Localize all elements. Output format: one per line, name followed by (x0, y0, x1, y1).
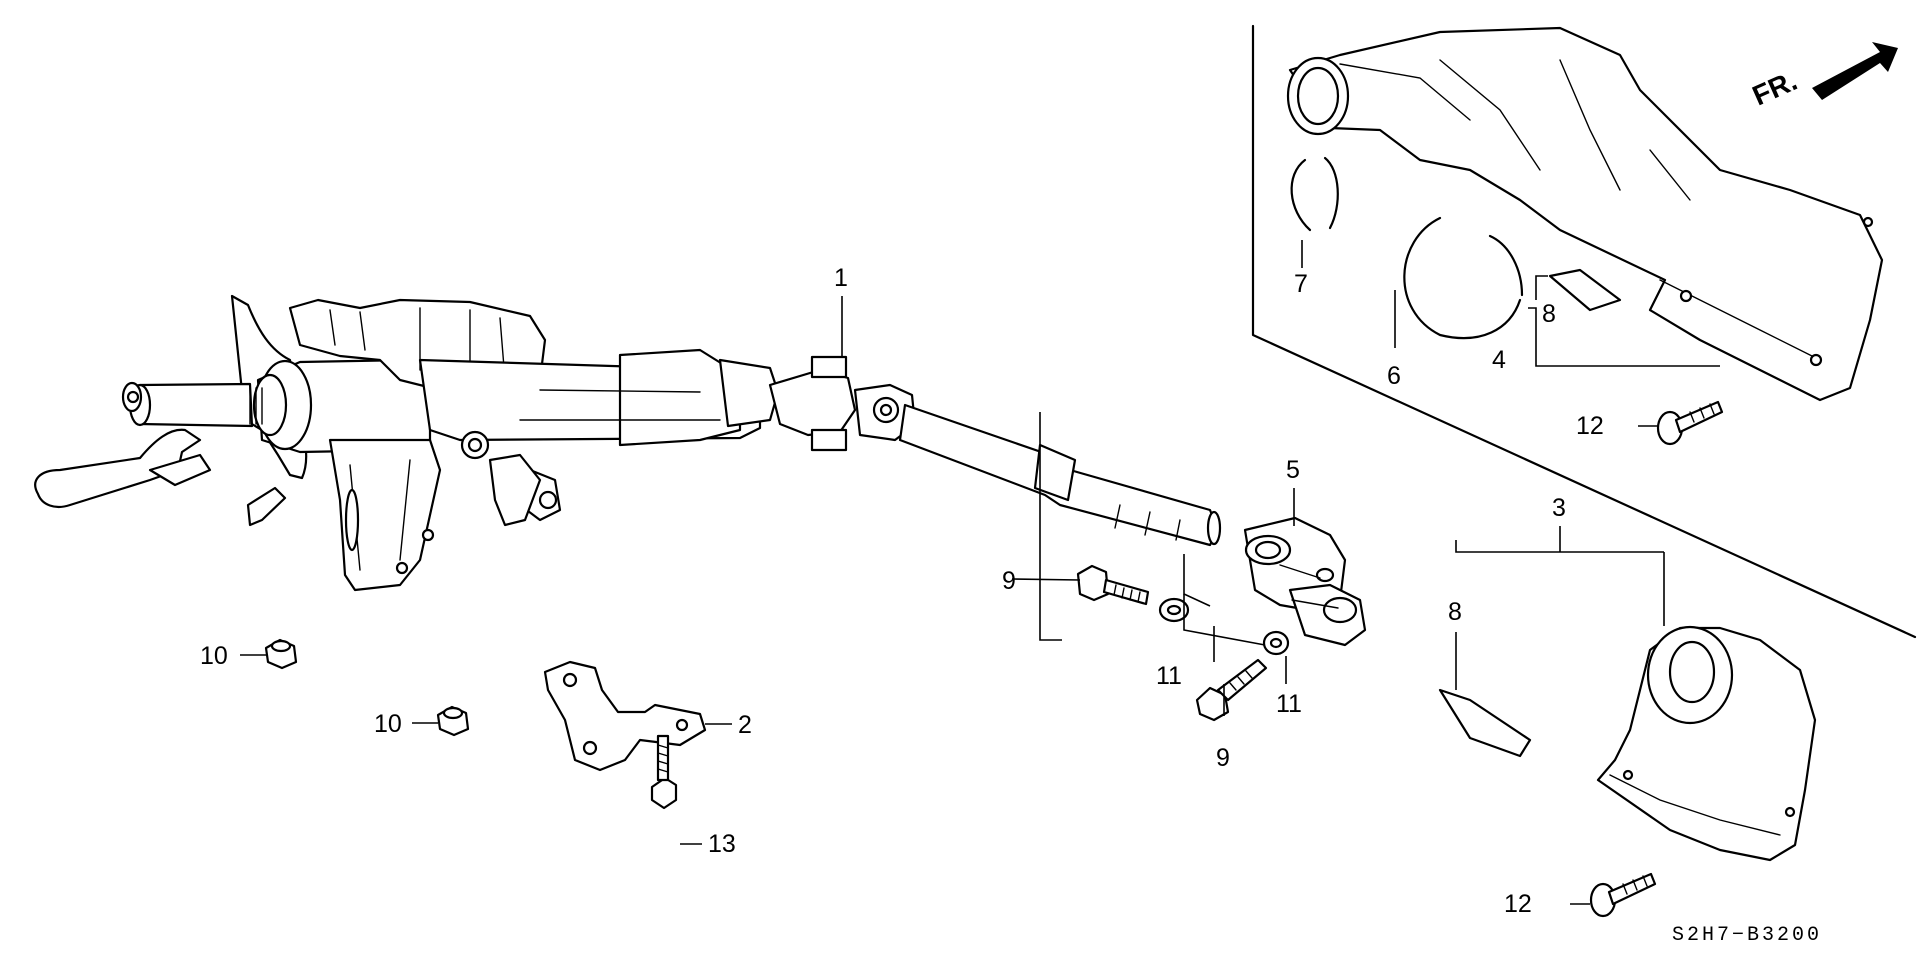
callout-9-lower: 9 (1216, 744, 1230, 772)
diagram-code: S2H7−B3200 (1672, 924, 1822, 947)
front-direction-arrow: FR. (1748, 42, 1898, 111)
column-lower-bracket (543, 660, 707, 772)
callout-4: 4 (1492, 346, 1506, 374)
callout-11-left: 11 (1156, 662, 1182, 690)
bolt-13 (650, 734, 678, 810)
arrow-icon (1812, 42, 1898, 100)
column-mounting-bracket (328, 438, 442, 592)
upper-universal-joint (768, 368, 857, 437)
callout-12-lower: 12 (1504, 890, 1532, 918)
bolt-9-lower (1195, 658, 1268, 722)
washer-11-right (1262, 630, 1290, 656)
hose-clamp-6 (1403, 216, 1524, 340)
callout-7: 7 (1294, 270, 1308, 298)
callout-12-upper: 12 (1576, 412, 1604, 440)
seal-8-lower (1438, 688, 1532, 758)
lower-universal-joint (1243, 516, 1367, 647)
column-boot-upper (1286, 26, 1884, 402)
trim-screw-12-upper (1656, 400, 1724, 446)
callout-5: 5 (1286, 456, 1300, 484)
callout-1: 1 (834, 264, 848, 292)
callout-labels: 1 2 3 4 5 6 7 8 8 9 9 10 10 11 11 12 12 … (200, 264, 1604, 918)
callout-3: 3 (1552, 494, 1566, 522)
callout-8-upper: 8 (1542, 300, 1556, 328)
steering-shaft-end (138, 382, 254, 428)
flange-nut-10-upper (264, 638, 298, 670)
washer-11-left (1158, 597, 1190, 623)
leader-lines (240, 240, 1720, 905)
callout-10-upper: 10 (200, 642, 228, 670)
hose-clamp-7 (1290, 156, 1339, 232)
callout-10-lower: 10 (374, 710, 402, 738)
bolt-9-upper (1076, 564, 1150, 606)
callout-2: 2 (738, 711, 752, 739)
column-boot-lower (1596, 625, 1817, 862)
inset-panel (1251, 24, 1917, 639)
orientation-label: FR. (1748, 65, 1802, 112)
callout-9-upper: 9 (1002, 567, 1016, 595)
callout-6: 6 (1387, 362, 1401, 390)
flange-nut-10-lower (436, 705, 470, 737)
steering-column-assembly (34, 294, 1222, 592)
seal-8-upper (1548, 268, 1622, 312)
callout-11-right: 11 (1276, 690, 1302, 718)
trim-screw-12-lower (1589, 872, 1657, 918)
tilt-lever (34, 428, 202, 509)
callout-13: 13 (708, 830, 736, 858)
callout-8-lower: 8 (1448, 598, 1462, 626)
